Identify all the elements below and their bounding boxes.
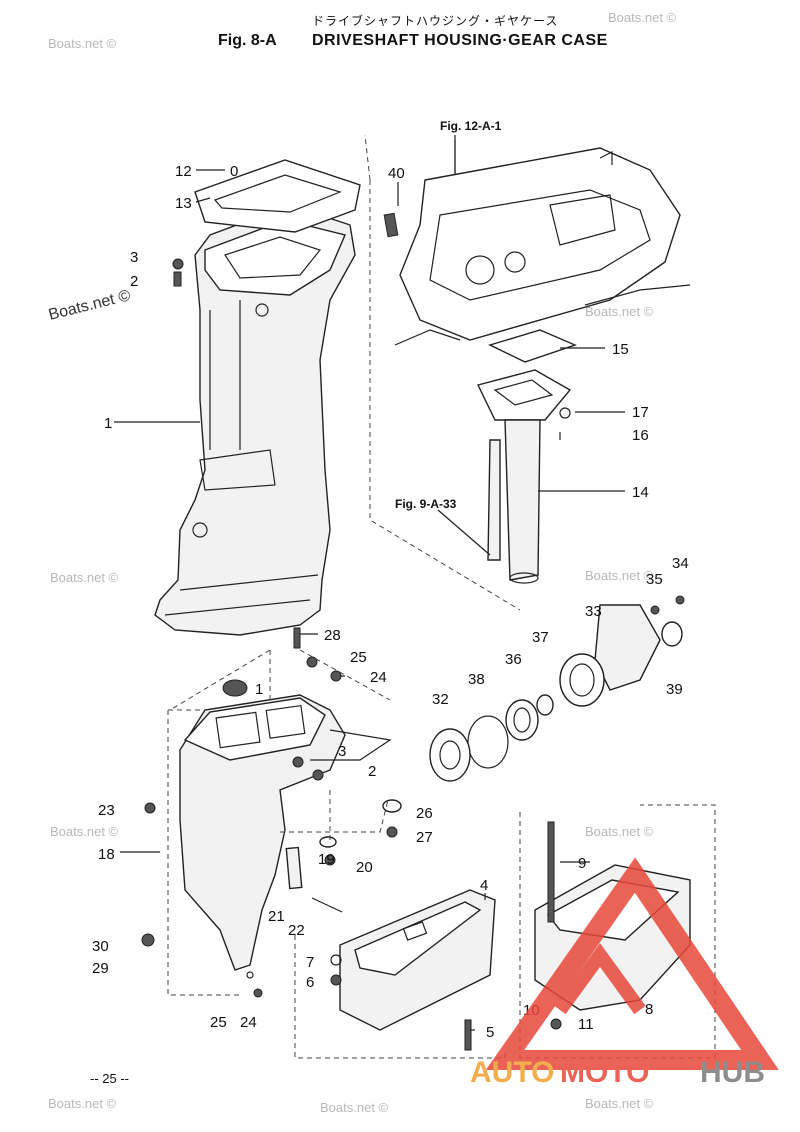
part-label: 24	[240, 1014, 257, 1031]
part-labels: 12 0 13 40 3 2 1 15 17 16 14 34 35 33 28…	[92, 163, 689, 1041]
watermark: Boats.net ©	[48, 36, 117, 51]
page-number: -- 25 --	[90, 1071, 129, 1086]
part-label: 28	[324, 627, 341, 644]
watermark: Boats.net ©	[585, 1096, 654, 1111]
part-label: 35	[646, 571, 663, 588]
part-label: 17	[632, 404, 649, 421]
watermark: Boats.net ©	[320, 1100, 389, 1115]
watermark: Boats.net ©	[585, 304, 654, 319]
part-label: 5	[486, 1024, 494, 1041]
part-label: 15	[612, 341, 629, 358]
skeg-plates-drawing	[330, 821, 691, 1051]
part-label: 0	[230, 163, 238, 180]
part-label: 27	[416, 829, 433, 846]
part-label: 39	[666, 681, 683, 698]
part-label: 21	[268, 908, 285, 925]
part-label: 29	[92, 960, 109, 977]
exhaust-pipe-drawing	[476, 329, 577, 584]
part-label: 23	[98, 802, 115, 819]
part-label: 2	[368, 763, 376, 780]
engine-pan-drawing	[394, 140, 691, 346]
automotohub-logo: AUTO MOTO HUB	[470, 857, 779, 1089]
watermark: Boats.net ©	[50, 570, 119, 585]
part-label: 38	[468, 671, 485, 688]
part-label: 19	[318, 851, 335, 868]
part-label: 7	[306, 954, 314, 971]
watermark: Boats.net ©	[48, 1096, 117, 1111]
part-label: 25	[210, 1014, 227, 1031]
logo-text-moto: MOTO	[560, 1056, 649, 1089]
part-label: 3	[130, 249, 138, 266]
logo-text-hub: HUB	[700, 1056, 765, 1089]
japanese-title: ドライブシャフトハウジング・ギヤケース	[312, 14, 559, 28]
part-label: 24	[370, 669, 387, 686]
part-label: 33	[585, 603, 602, 620]
part-label: 11	[578, 1016, 594, 1033]
part-label: 4	[480, 877, 488, 894]
part-label: 12	[175, 163, 192, 180]
part-label: 6	[306, 974, 314, 991]
driveshaft-housing-drawing	[154, 159, 399, 636]
part-label: 1	[104, 415, 112, 432]
figure-number: Fig. 8-A	[218, 32, 277, 49]
part-label: 2	[130, 273, 138, 290]
watermark: Boats.net ©	[47, 287, 133, 324]
part-label: 13	[175, 195, 192, 212]
part-label: 36	[505, 651, 522, 668]
watermark: Boats.net ©	[585, 824, 654, 839]
part-label: 26	[416, 805, 433, 822]
part-label: 34	[672, 555, 689, 572]
part-label: 30	[92, 938, 109, 955]
part-label: 32	[432, 691, 449, 708]
part-label: 9	[578, 855, 586, 872]
part-label: 37	[532, 629, 549, 646]
part-label: 22	[288, 922, 305, 939]
part-label: 18	[98, 846, 115, 863]
part-label: 25	[350, 649, 367, 666]
part-label: 40	[388, 165, 405, 182]
part-label: 16	[632, 427, 649, 444]
fig-12-reference: Fig. 12-A-1	[440, 119, 502, 133]
fig-9-reference: Fig. 9-A-33	[395, 497, 457, 511]
part-label: 1	[255, 681, 263, 698]
watermark: Boats.net ©	[50, 824, 119, 839]
page-title: DRIVESHAFT HOUSING·GEAR CASE	[312, 32, 608, 49]
part-label: 14	[632, 484, 649, 501]
watermark: Boats.net ©	[585, 568, 654, 583]
part-label: 8	[645, 1001, 653, 1018]
logo-triangle-icon	[485, 857, 779, 1070]
part-label: 3	[338, 743, 346, 760]
logo-text-auto: AUTO	[470, 1056, 554, 1089]
watermark: Boats.net ©	[608, 10, 677, 25]
logo-peak-icon	[554, 943, 646, 1015]
water-pump-drawing	[429, 595, 685, 782]
part-label: 20	[356, 859, 373, 876]
gear-case-drawing	[141, 679, 392, 998]
leader-lines	[114, 135, 625, 1031]
